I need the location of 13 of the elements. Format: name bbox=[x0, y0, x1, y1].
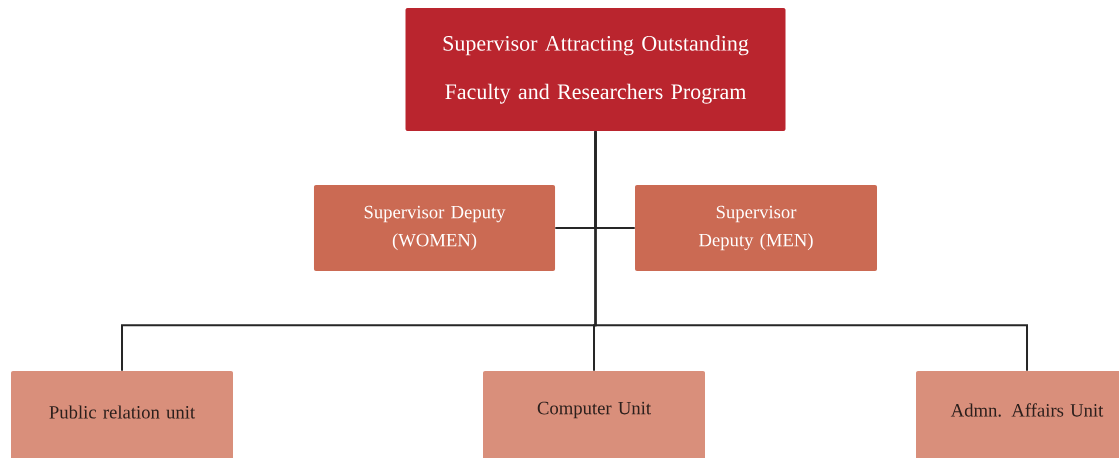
box-label: Supervisor Attracting Outstanding Faculty and Researchers Program bbox=[443, 35, 749, 104]
deputy-box bbox=[314, 185, 556, 271]
connector-line bbox=[594, 130, 1028, 372]
box-label: Computer Unit bbox=[537, 401, 651, 419]
box-label: Public relation unit bbox=[49, 405, 195, 419]
deputy-box bbox=[635, 185, 877, 271]
unit-box bbox=[11, 371, 233, 458]
box-label: Admn. Affairs Unit bbox=[950, 403, 1104, 417]
unit-box bbox=[916, 371, 1119, 458]
unit-box bbox=[483, 371, 705, 458]
box-label: Supervisor Deputy (WOMEN) bbox=[364, 205, 506, 251]
program-box bbox=[405, 8, 786, 131]
box-label: Supervisor Deputy (MEN) bbox=[699, 205, 813, 251]
